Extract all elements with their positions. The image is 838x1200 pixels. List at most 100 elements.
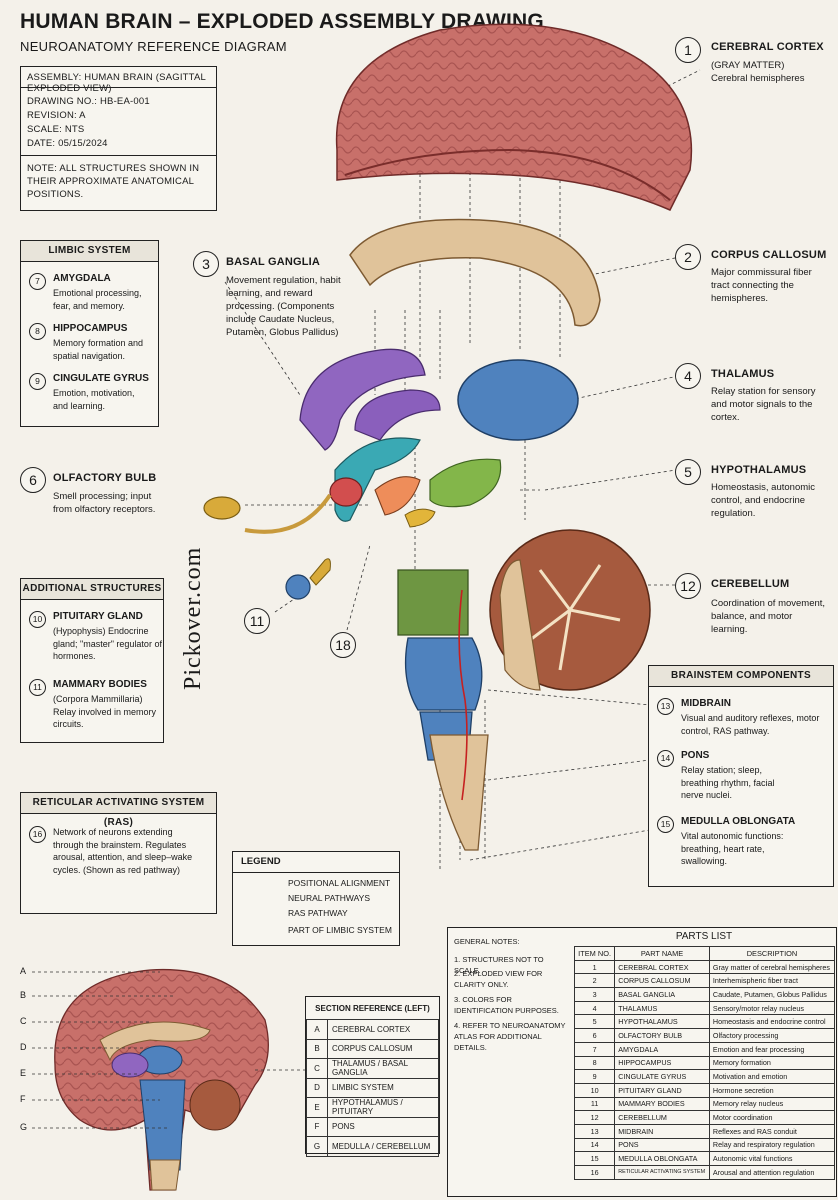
callout-title-hypothalamus: HYPOTHALAMUS bbox=[711, 464, 807, 476]
section-letter-e: E bbox=[20, 1068, 27, 1078]
general-note-4: 4. REFER TO NEUROANATOMY ATLAS FOR ADDIT… bbox=[454, 1021, 566, 1052]
parts-cell-part-name: CORPUS CALLOSUM bbox=[614, 973, 710, 989]
olfactory-bulb-tip bbox=[203, 496, 241, 520]
pituitary-shape bbox=[285, 574, 311, 600]
hypothalamus-shape bbox=[429, 458, 502, 508]
parts-cell-item-no: 1 bbox=[573, 959, 616, 975]
parts-cell-part-name: CINGULATE GYRUS bbox=[614, 1069, 710, 1084]
ras-panel-heading: RETICULAR ACTIVATING SYSTEM (RAS) bbox=[21, 793, 216, 828]
parts-cell-item-no: 10 bbox=[573, 1082, 616, 1098]
page-subtitle: NEUROANATOMY REFERENCE DIAGRAM bbox=[20, 39, 287, 54]
item-desc: Memory formation and spatial navigation. bbox=[53, 338, 144, 361]
pons-shape bbox=[404, 637, 483, 711]
parts-cell-part-name: HYPOTHALAMUS bbox=[614, 1014, 710, 1030]
parts-cell-item-no: 13 bbox=[573, 1123, 616, 1139]
basal-ganglia-shape bbox=[299, 348, 426, 451]
parts-cell-part-name: BASAL GANGLIA bbox=[614, 987, 710, 1002]
parts-cell-description: Memory relay nucleus bbox=[708, 1096, 836, 1112]
general-note-2: 2. EXPLODED VIEW FOR CLARITY ONLY. bbox=[454, 969, 543, 989]
parts-cell-description: Memory formation bbox=[708, 1055, 836, 1071]
callout-number-2: 2 bbox=[675, 244, 701, 270]
parts-cell-part-name: THALAMUS bbox=[614, 1000, 710, 1016]
general-note-3: 3. COLORS FOR IDENTIFICATION PURPOSES. bbox=[454, 995, 559, 1015]
callout-desc-olfactory-bulb: Smell processing; input from olfactory r… bbox=[53, 491, 156, 515]
parts-cell-description: Emotion and fear processing bbox=[708, 1041, 836, 1057]
parts-cell-item-no: 4 bbox=[573, 1000, 616, 1016]
item-number: 10 bbox=[29, 611, 46, 628]
parts-cell-item-no: 5 bbox=[573, 1014, 616, 1030]
parts-cell-part-name: MEDULLA OBLONGATA bbox=[614, 1151, 710, 1166]
additional-structures-panel: ADDITIONAL STRUCTURES 10 PITUITARY GLAND… bbox=[20, 578, 164, 743]
parts-cell-description: Homeostasis and endocrine control bbox=[708, 1014, 836, 1030]
item-desc: Emotional processing, fear, and memory. bbox=[53, 288, 142, 311]
item-number: 11 bbox=[29, 679, 46, 696]
parts-list-heading: PARTS LIST bbox=[675, 931, 733, 942]
brainstem-components-panel: BRAINSTEM COMPONENTS 13 MIDBRAIN Visual … bbox=[648, 665, 834, 887]
item-number: 7 bbox=[29, 273, 46, 290]
parts-cell-item-no: 16 bbox=[573, 1165, 616, 1180]
item-number: 15 bbox=[657, 816, 674, 833]
section-reference-heading: SECTION REFERENCE (LEFT) bbox=[315, 1004, 430, 1013]
medulla-shape bbox=[429, 734, 489, 851]
section-ref-letter: F bbox=[306, 1116, 328, 1137]
parts-cell-description: Motivation and emotion bbox=[708, 1069, 836, 1084]
legend-heading: LEGEND bbox=[241, 856, 281, 867]
callout-desc-thalamus: Relay station for sensory and motor sign… bbox=[711, 386, 816, 423]
item-name: MEDULLA OBLONGATA bbox=[681, 816, 796, 827]
callout-title-thalamus: THALAMUS bbox=[711, 368, 775, 380]
amygdala-shape bbox=[329, 477, 363, 507]
item-desc: (Corpora Mammillaria) Relay involved in … bbox=[53, 694, 157, 729]
parts-cell-part-name: CEREBELLUM bbox=[614, 1110, 710, 1125]
item-name: CINGULATE GYRUS bbox=[53, 373, 149, 384]
parts-cell-item-no: 3 bbox=[573, 987, 616, 1002]
item-name: MAMMARY BODIES bbox=[53, 679, 147, 690]
legend-item-neural: NEURAL PATHWAYS bbox=[288, 893, 371, 903]
positions-note: NOTE: ALL STRUCTURES SHOWN IN THEIR APPR… bbox=[27, 163, 200, 200]
item-desc: Vital autonomic functions: breathing, he… bbox=[681, 831, 784, 866]
midbrain-shape bbox=[397, 569, 469, 636]
callout-number-1: 1 bbox=[675, 37, 701, 63]
section-letter-d: D bbox=[20, 1042, 27, 1052]
parts-cell-item-no: 2 bbox=[573, 973, 616, 989]
item-desc: Network of neurons extending through the… bbox=[53, 827, 193, 875]
parts-cell-part-name: MAMMARY BODIES bbox=[614, 1096, 710, 1112]
item-name: HIPPOCAMPUS bbox=[53, 323, 128, 334]
section-ref-name: HYPOTHALAMUS / PITUITARY bbox=[327, 1097, 439, 1118]
general-note-1: 1. STRUCTURES NOT TO SCALE. bbox=[454, 955, 544, 975]
parts-cell-description: Arousal and attention regulation bbox=[708, 1165, 836, 1180]
olfactory-bulb-shape bbox=[244, 493, 332, 534]
parts-cell-item-no: 11 bbox=[573, 1096, 616, 1112]
section-ref-name: THALAMUS / BASAL GANGLIA bbox=[327, 1058, 439, 1079]
parts-cell-description: Autonomic vital functions bbox=[708, 1151, 836, 1166]
item-name: AMYGDALA bbox=[53, 273, 111, 284]
legend-item-limbic: PART OF LIMBIC SYSTEM bbox=[288, 925, 392, 935]
legend-item-positional: POSITIONAL ALIGNMENT bbox=[288, 878, 391, 888]
callout-desc-basal-ganglia: Movement regulation, habit learning, and… bbox=[226, 275, 341, 338]
additional-panel-heading: ADDITIONAL STRUCTURES bbox=[21, 579, 163, 600]
section-ref-name: LIMBIC SYSTEM bbox=[327, 1077, 439, 1098]
section-letter-g: G bbox=[20, 1122, 28, 1132]
page-title: HUMAN BRAIN – EXPLODED ASSEMBLY DRAWING bbox=[20, 10, 544, 33]
item-name: PONS bbox=[681, 750, 710, 761]
corpus-callosum-shape bbox=[349, 218, 601, 327]
parts-cell-item-no: 9 bbox=[573, 1069, 616, 1084]
general-notes-heading: GENERAL NOTES: bbox=[454, 937, 520, 946]
